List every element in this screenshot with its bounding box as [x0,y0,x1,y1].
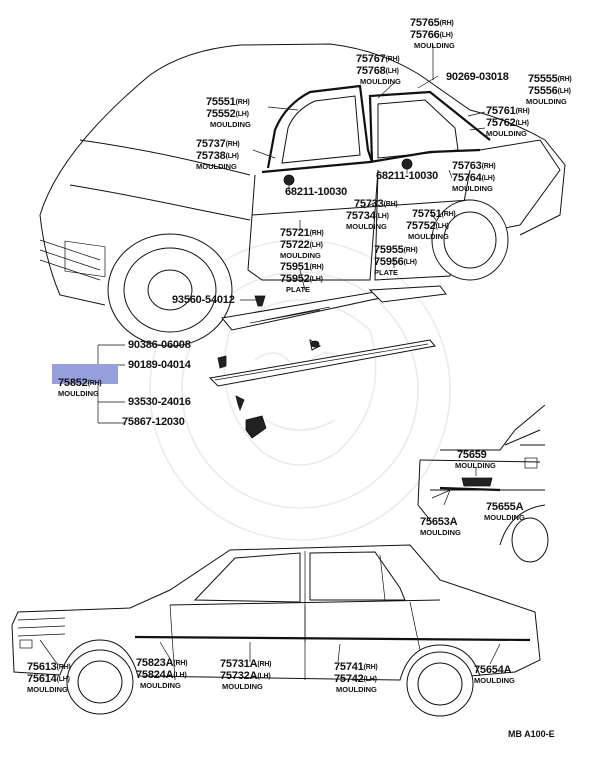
part-sublabel: MOULDING [27,685,68,694]
part-sublabel: PLATE [374,268,399,277]
part-label: 75614(LH) [27,673,70,685]
part-label: 90269-03018 [446,71,509,83]
part-label: 75738(LH) [196,150,239,162]
part-label: 75956(LH) [374,256,417,268]
part-label: 75722(LH) [280,239,323,251]
part-sublabel: MOULDING [455,461,496,470]
part-label: 75613(RH) [27,661,71,673]
part-label: 75823A(RH) [136,657,188,669]
part-sublabel: MOULDING [484,513,525,522]
upper-car [39,43,566,347]
part-label: 75752(LH) [406,220,449,232]
part-label: 93530-24016 [128,396,191,408]
part-label: 75556(LH) [528,85,571,97]
part-sublabel: MOULDING [420,528,461,537]
part-sublabel: MOULDING [58,389,99,398]
part-label: 75751(RH) [412,208,456,220]
part-label: 75766(LH) [410,29,453,41]
part-label: 75764(LH) [452,172,495,184]
part-sublabel: MOULDING [346,222,387,231]
part-sublabel: MOULDING [486,129,527,138]
part-label: 75761(RH) [486,105,530,117]
part-label: 93560-54012 [172,294,235,306]
part-sublabel: MOULDING [474,676,515,685]
part-label: 75551(RH) [206,96,250,108]
part-label: 75732A(LH) [220,670,271,682]
part-sublabel: MOULDING [336,685,377,694]
part-label: 75763(RH) [452,160,496,172]
part-sublabel: PLATE [286,285,311,294]
diagram-reference-code: MB A100-E [508,729,555,739]
part-label: 75552(LH) [206,108,249,120]
part-label: 75721(RH) [280,227,324,239]
part-label: 75867-12030 [122,416,185,428]
part-label: 75741(RH) [334,661,378,673]
part-label: 75767(RH) [356,53,400,65]
part-label: 75731A(RH) [220,658,272,670]
part-label: 75852(RH) [58,377,102,389]
part-sublabel: MOULDING [280,251,321,260]
part-label: 75951(RH) [280,261,324,273]
lower-leader-lines [39,468,501,666]
rear-inset [417,404,549,563]
lower-car [11,544,541,717]
part-sublabel: MOULDING [210,120,251,129]
part-sublabel: MOULDING [140,681,181,690]
part-label: 90386-06008 [128,339,191,351]
highlight-box [52,364,118,384]
part-label: 75654A [474,664,512,676]
part-sublabel: MOULDING [222,682,263,691]
part-label: 68211-10030 [376,170,439,182]
part-label: 75653A [420,516,458,528]
part-label: 75824A(LH) [136,669,187,681]
part-label: 75768(LH) [356,65,399,77]
part-label: 68211-10030 [285,186,348,198]
part-label: 75659 [457,449,487,461]
part-label: 75765(RH) [410,17,454,29]
part-label: 75734(LH) [346,210,389,222]
part-sublabel: MOULDING [452,184,493,193]
part-sublabel: MOULDING [196,162,237,171]
loose-parts [208,285,447,439]
part-label: 75952(LH) [280,273,323,285]
part-label: 75655A [486,501,524,513]
part-label: 90189-04014 [128,359,191,371]
part-label: 75555(RH) [528,73,572,85]
part-label: 75733(RH) [354,198,398,210]
part-label: 75742(LH) [334,673,377,685]
part-sublabel: MOULDING [408,232,449,241]
part-sublabel: MOULDING [414,41,455,50]
part-label: 75955(RH) [374,244,418,256]
part-sublabel: MOULDING [360,77,401,86]
part-label: 75737(RH) [196,138,240,150]
part-sublabel: MOULDING [526,97,567,106]
part-label: 75762(LH) [486,117,529,129]
